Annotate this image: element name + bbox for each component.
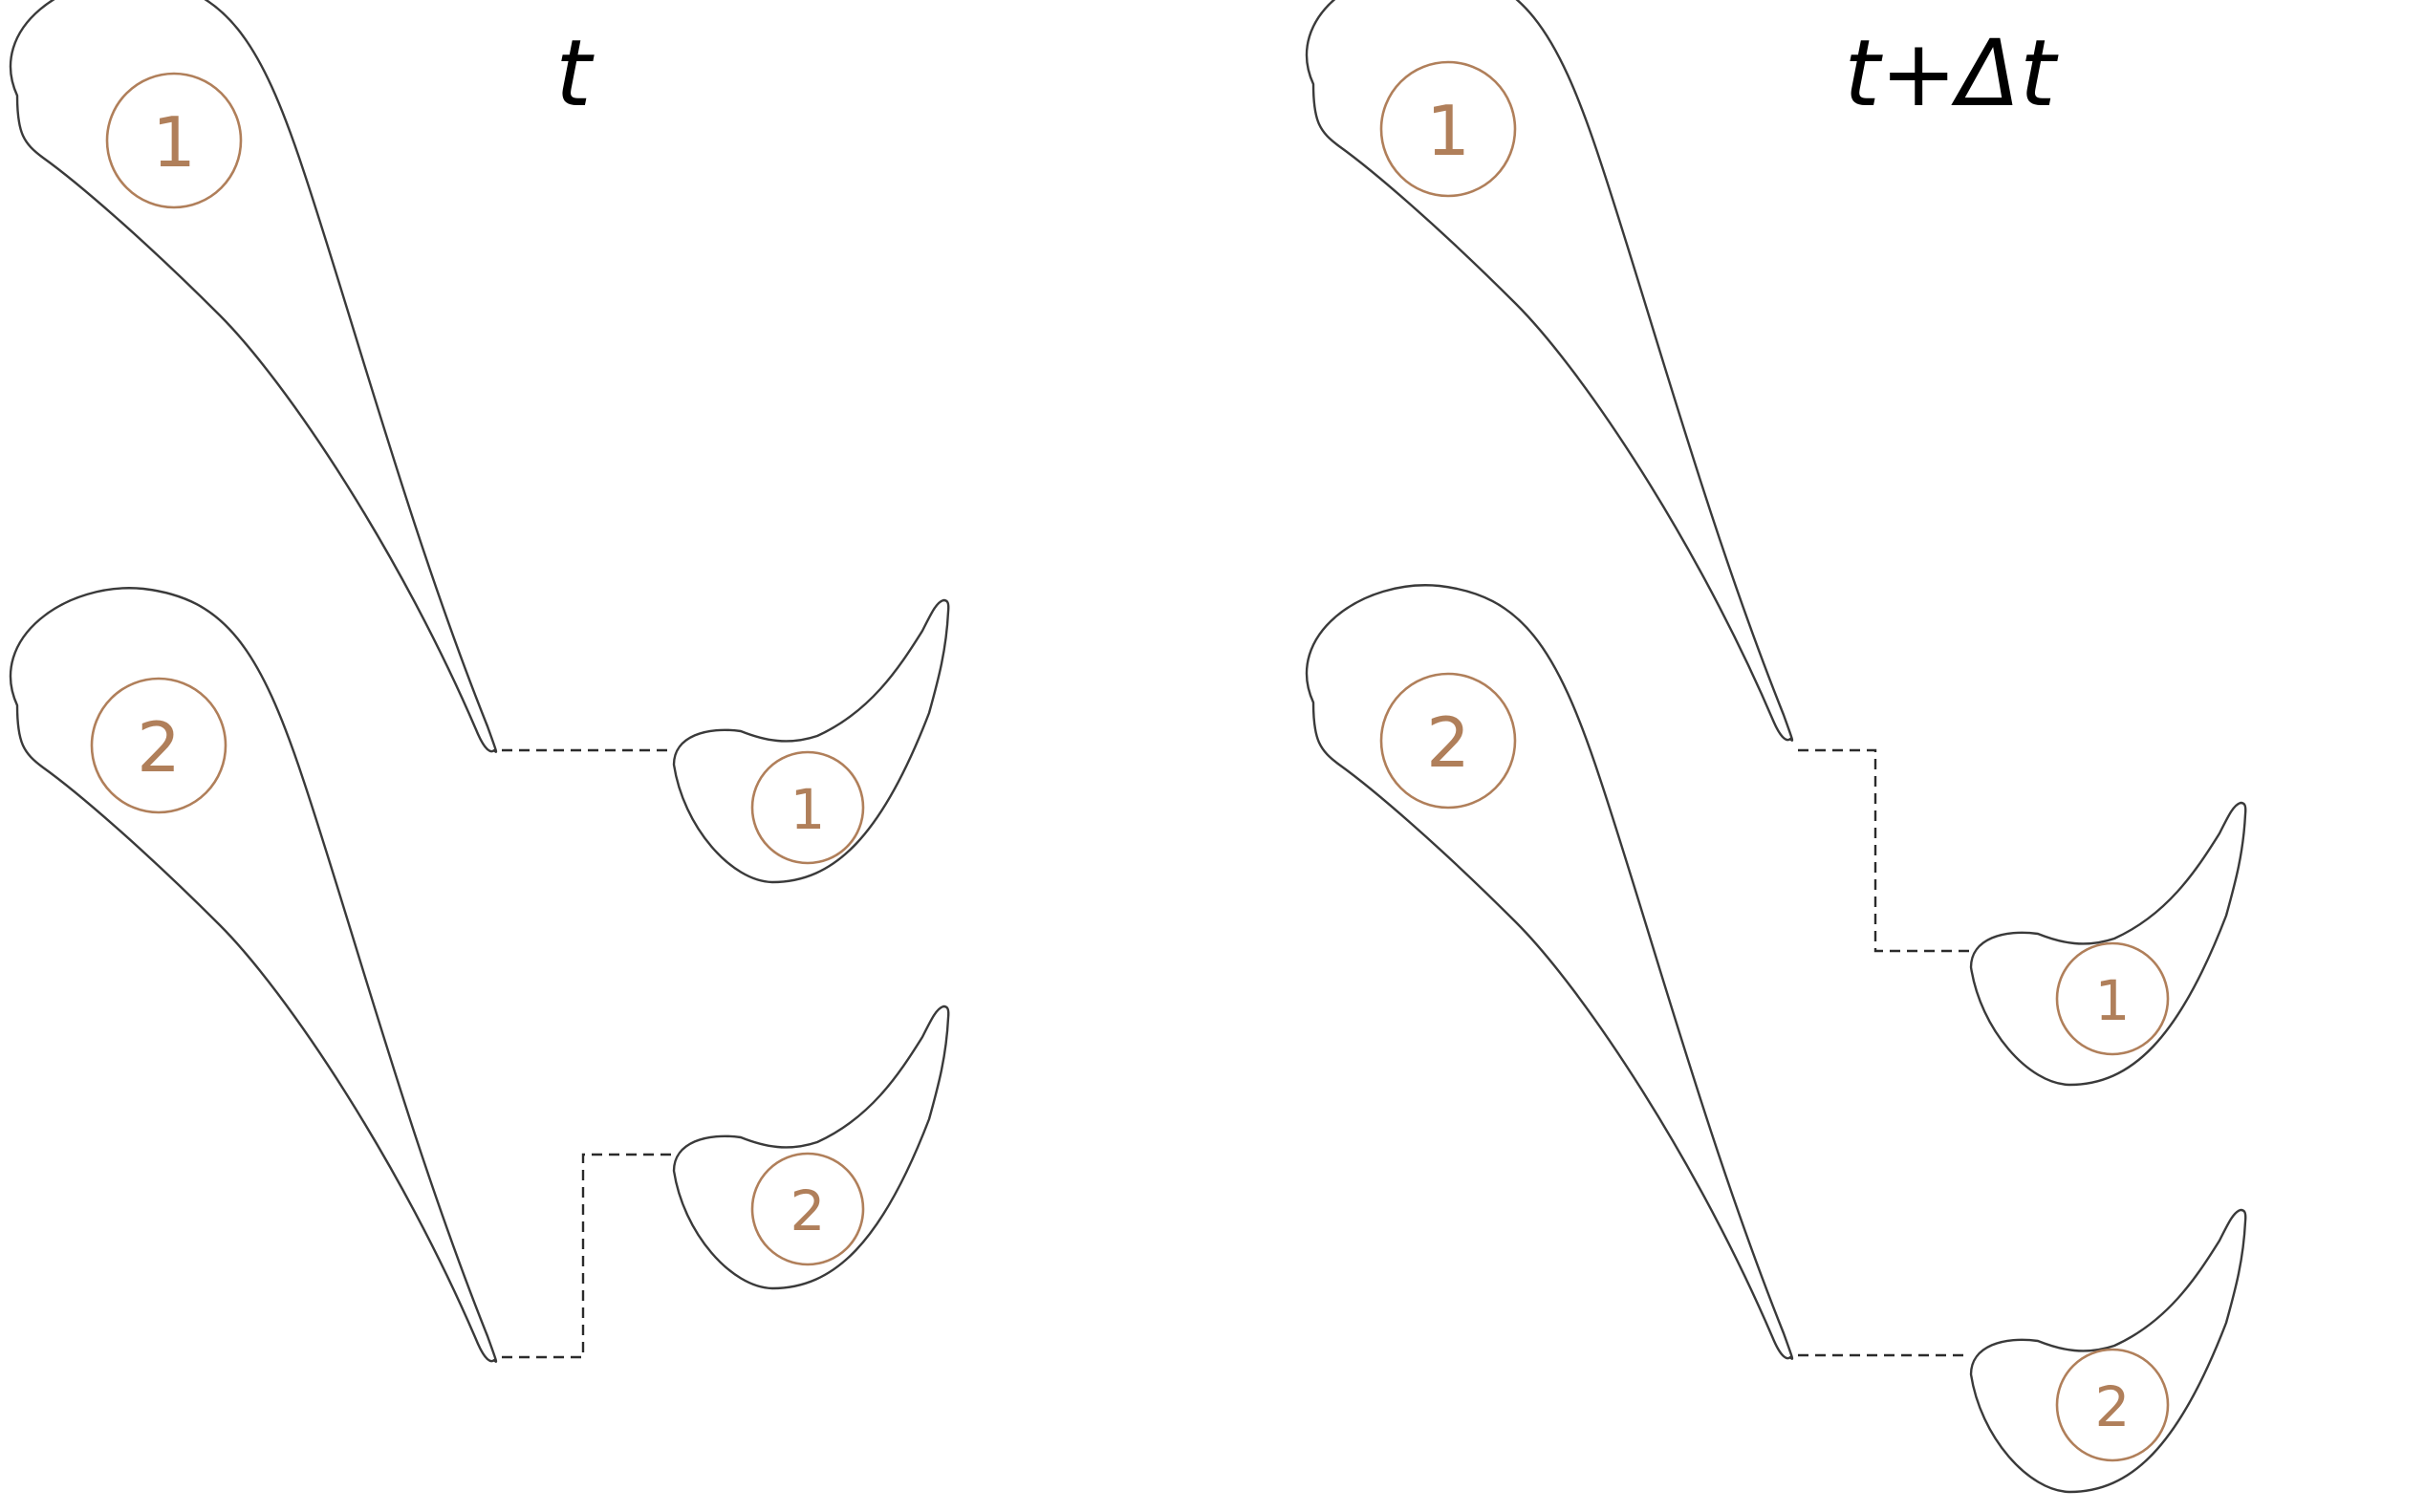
left-stator-2-label: 2 (137, 707, 181, 788)
left-rotor-2-label: 2 (790, 1178, 826, 1243)
right-rotor-1-badge (2055, 941, 2170, 1056)
right-stator-2-label: 2 (1426, 702, 1470, 783)
left-rotor-1-label: 1 (790, 777, 826, 842)
right-rotor-2-badge (2055, 1348, 2170, 1462)
right-stator-blade-1 (1305, 0, 1794, 742)
left-rotor-blade-2 (672, 1004, 950, 1290)
left-rotor-1-badge (750, 750, 865, 865)
left-interface-link-2 (502, 1153, 673, 1359)
right-rotor-2-label: 2 (2095, 1374, 2131, 1439)
left-stator-blade-2 (9, 587, 498, 1363)
left-stator-2-badge (90, 677, 227, 814)
right-stator-blade-2 (1305, 584, 1794, 1360)
right-panel-title: t+Δt (1844, 20, 2059, 127)
right-rotor-1-label: 1 (2095, 968, 2131, 1033)
left-stator-1-label: 1 (152, 102, 196, 183)
right-rotor-blade-2 (1969, 1208, 2247, 1494)
right-interface-link-1 (1798, 748, 1970, 953)
left-rotor-2-badge (750, 1152, 865, 1266)
left-stator-1-badge (105, 72, 243, 209)
left-stator-blade-1 (9, 0, 498, 753)
right-stator-1-badge (1379, 60, 1517, 198)
left-panel-title: t (555, 20, 595, 127)
right-stator-2-badge (1379, 672, 1517, 810)
right-stator-1-label: 1 (1426, 91, 1470, 171)
